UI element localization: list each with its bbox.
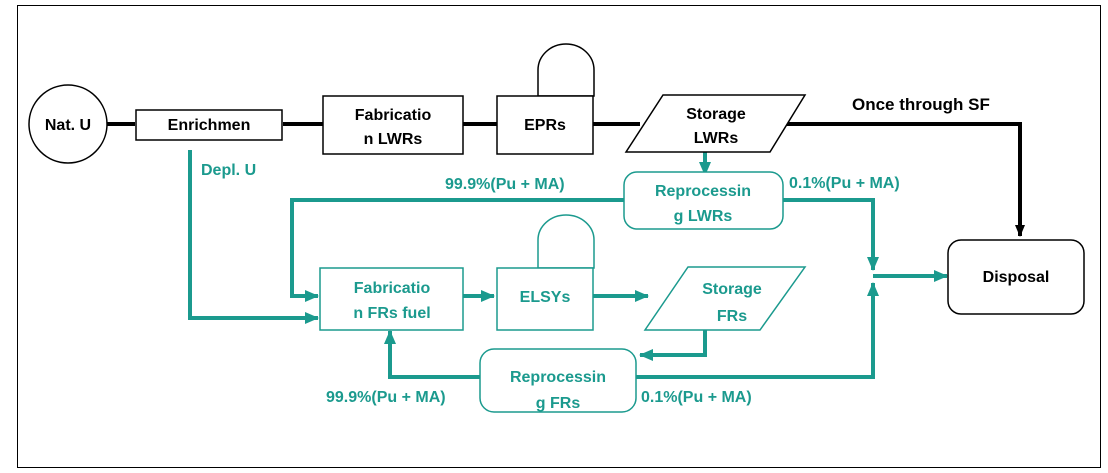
reprocessing-frs-label-1: Reprocessin <box>510 369 606 386</box>
fabrication-frs-label-2: n FRs fuel <box>353 305 430 322</box>
storage-frs-label-1: Storage <box>702 281 762 298</box>
fabrication-lwrs-label-1: Fabricatio <box>355 107 432 124</box>
storage-frs-label-2: FRs <box>717 308 747 325</box>
reproc-fr-loss-flow <box>636 282 879 379</box>
storage-lwrs-label-2: LWRs <box>694 130 739 147</box>
reproc-lwr-loss-label: 0.1%(Pu + MA) <box>789 175 900 192</box>
reproc-fr-loss-label: 0.1%(Pu + MA) <box>641 389 752 406</box>
depl-u-flow <box>188 150 319 324</box>
depl-u-label: Depl. U <box>201 162 256 179</box>
fabrication-frs-label-1: Fabricatio <box>354 280 431 297</box>
once-through-label: Once through SF <box>852 95 990 114</box>
teal-flows <box>188 150 948 379</box>
node-reprocessing-frs: Reprocessin g FRs <box>479 348 637 413</box>
reprocessing-lwrs-label-1: Reprocessin <box>655 183 751 200</box>
node-enrichment: Enrichmen <box>135 109 283 141</box>
fabrication-lwrs-label-2: n LWRs <box>364 131 423 148</box>
node-reprocessing-lwrs: Reprocessin g LWRs <box>623 171 784 230</box>
disposal-label: Disposal <box>983 269 1050 286</box>
reprocessing-lwrs-label-2: g LWRs <box>674 208 733 225</box>
reproc-lwr-recycle-flow <box>290 198 625 302</box>
node-fabrication-lwrs: Fabricatio n LWRs <box>322 95 464 155</box>
node-nat-u: Nat. U <box>28 84 108 164</box>
node-fabrication-frs-fuel: Fabricatio n FRs fuel <box>319 267 464 331</box>
node-storage-lwrs: Storage LWRs <box>624 94 807 153</box>
node-eprs: EPRs <box>496 43 595 155</box>
nat-u-label: Nat. U <box>45 117 91 134</box>
storage-fr-to-reproc-flow <box>639 330 707 361</box>
elsys-label: ELSYs <box>520 289 571 306</box>
reproc-lwr-loss-flow <box>783 198 879 271</box>
reproc-fr-recycle-label: 99.9%(Pu + MA) <box>326 389 446 406</box>
once-through-flow <box>107 122 1025 237</box>
node-storage-frs: Storage FRs <box>643 266 807 331</box>
storage-lwrs-label-1: Storage <box>686 106 746 123</box>
node-disposal: Disposal <box>947 239 1085 315</box>
reproc-fr-recycle-flow <box>384 330 480 379</box>
eprs-label: EPRs <box>524 117 566 134</box>
enrichment-label: Enrichmen <box>168 117 251 134</box>
reprocessing-frs-label-2: g FRs <box>536 395 581 412</box>
reproc-lwr-recycle-label: 99.9%(Pu + MA) <box>445 176 565 193</box>
node-elsys: ELSYs <box>496 214 595 331</box>
